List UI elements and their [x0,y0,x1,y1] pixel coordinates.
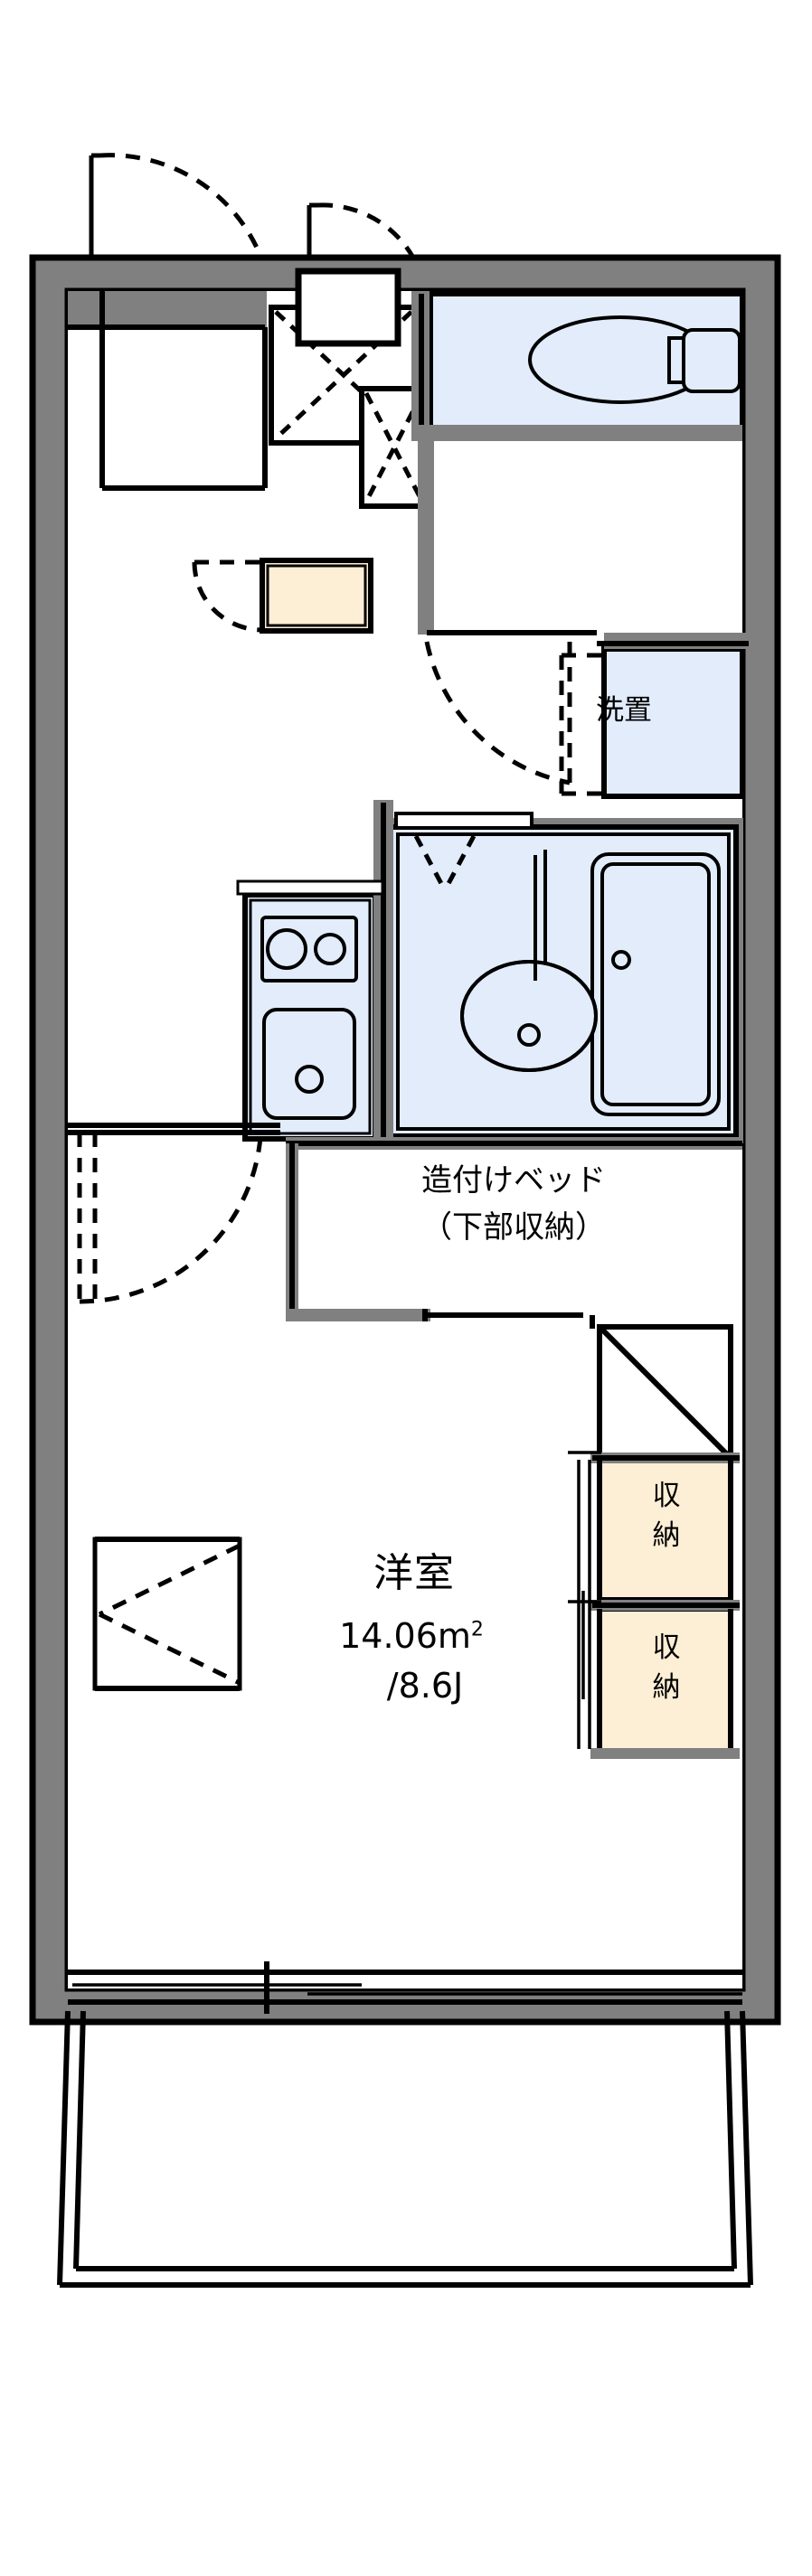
washbasin-icon [460,850,598,1072]
built-in-bed-label-line2: （下部収納） [421,1209,606,1246]
hall-to-room-door-swing[interactable] [424,630,597,785]
closet-sliding-door-rails[interactable] [568,1451,601,1749]
kitchen-bath-partition [373,800,393,1143]
built-in-bed-area [286,1137,742,1321]
main-room-area-jo: /8.6J [386,1666,464,1706]
main-room-area: 14.06m2 [339,1618,484,1654]
balcony-area [57,2010,753,2288]
corridor-walls [411,291,742,635]
washer-space-label: 洗置 [596,694,652,727]
hall-kitchen-nub [236,879,384,896]
closet-lower-label-line1: 収 [652,1631,681,1664]
closet-upper-label-line2: 納 [652,1519,681,1552]
casement-window-left[interactable] [92,1537,242,1691]
toilet-door-swing[interactable] [307,202,416,259]
unit-bath [382,812,743,1143]
shoe-box-storage [260,558,373,634]
bathtub-icon [590,852,721,1116]
entrance-door-swing[interactable] [89,153,263,258]
kitchen [240,891,380,1142]
kitchen-sink-icon [262,1008,356,1120]
genkan-step-block [295,268,401,347]
closet-upper [590,1453,740,1603]
sliding-glass-door[interactable] [68,1961,742,2014]
main-room-area-value: 14.06m [339,1616,471,1656]
main-room-area-unit-exponent: 2 [470,1618,484,1641]
room-entry-door-swing[interactable] [68,1123,280,1304]
closet-lower-label-line2: 納 [652,1671,681,1704]
pipe-shaft-icon [597,1324,733,1461]
toilet-icon [528,315,741,404]
two-burner-stove-icon [260,916,358,982]
shoe-box-door-swing [192,559,263,633]
closet-lower [590,1600,740,1759]
washer-space [597,633,749,799]
toilet-room [428,291,745,432]
main-room-name: 洋室 [373,1550,455,1596]
built-in-bed-label-line1: 造付けベッド [421,1162,606,1199]
bath-door-swing[interactable] [413,834,477,892]
closet-upper-label-line1: 収 [652,1480,681,1512]
